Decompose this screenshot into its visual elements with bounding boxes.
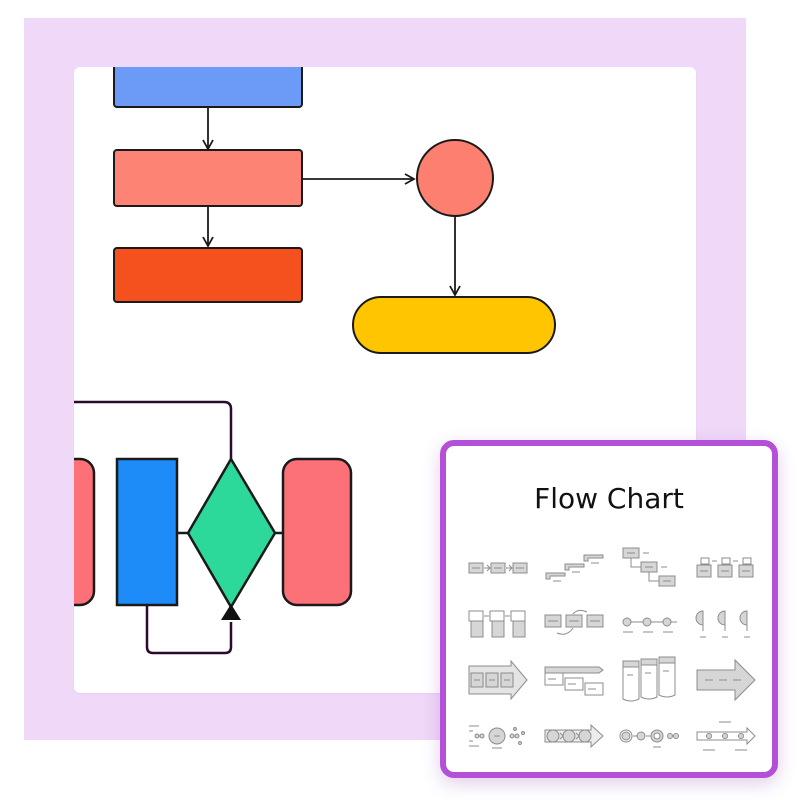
loop-arrowhead [221, 604, 241, 620]
half-circle-process-icon [695, 610, 750, 638]
process-arrows-icon [468, 660, 528, 700]
layout-step-up-process[interactable] [536, 540, 612, 596]
layout-arrow-timeline[interactable] [688, 708, 764, 764]
bubble-process-icon [619, 729, 679, 748]
loop-connector-bottom [145, 605, 233, 655]
layout-basic-process[interactable] [460, 540, 536, 596]
process-box-blue-tall[interactable] [115, 457, 179, 607]
smartart-flow-chart-panel: Flow Chart [440, 440, 778, 778]
arrow-timeline-icon [696, 721, 756, 751]
descending-process-icon [622, 547, 676, 587]
layout-continuous-block-process[interactable] [460, 596, 536, 652]
upward-arrow-icon [696, 658, 756, 702]
circle-process-icon [469, 725, 525, 749]
basic-process-icon [468, 562, 528, 574]
process-box-pink-right[interactable] [281, 457, 353, 607]
basic-timeline-icon [622, 617, 677, 633]
layout-half-circle-process[interactable] [688, 596, 764, 652]
vertical-chevron-list-icon [622, 656, 676, 702]
process-box-salmon[interactable] [113, 149, 303, 207]
layout-descending-process[interactable] [612, 540, 688, 596]
circle-arrow-process-icon [544, 723, 604, 749]
layout-circle-arrow-process[interactable] [536, 708, 612, 764]
layout-circle-process[interactable] [460, 708, 536, 764]
panel-title: Flow Chart [534, 482, 684, 515]
layout-repeating-bending-process[interactable] [536, 596, 612, 652]
layout-basic-timeline[interactable] [612, 596, 688, 652]
step-up-process-icon [545, 554, 604, 582]
layout-staggered-process[interactable] [536, 652, 612, 708]
diagram-canvas [74, 67, 696, 693]
layout-gallery [460, 540, 764, 764]
alternating-flow-icon [696, 557, 754, 578]
layout-bubble-process[interactable] [612, 708, 688, 764]
layout-alternating-flow[interactable] [688, 540, 764, 596]
loop-connector-top [74, 400, 233, 460]
continuous-block-process-icon [468, 610, 526, 638]
process-box-pink-left[interactable] [74, 457, 96, 607]
flowchart-diagram [74, 67, 556, 655]
terminator-pill[interactable] [352, 296, 556, 354]
connector-circle[interactable] [416, 139, 494, 217]
process-box-blue[interactable] [113, 67, 303, 108]
repeating-bending-process-icon [544, 609, 604, 635]
staggered-process-icon [544, 666, 604, 696]
process-box-orange[interactable] [113, 247, 303, 303]
layout-upward-arrow[interactable] [688, 652, 764, 708]
layout-process-arrows[interactable] [460, 652, 536, 708]
layout-vertical-chevron-list[interactable] [612, 652, 688, 708]
decision-diamond[interactable] [186, 456, 277, 610]
